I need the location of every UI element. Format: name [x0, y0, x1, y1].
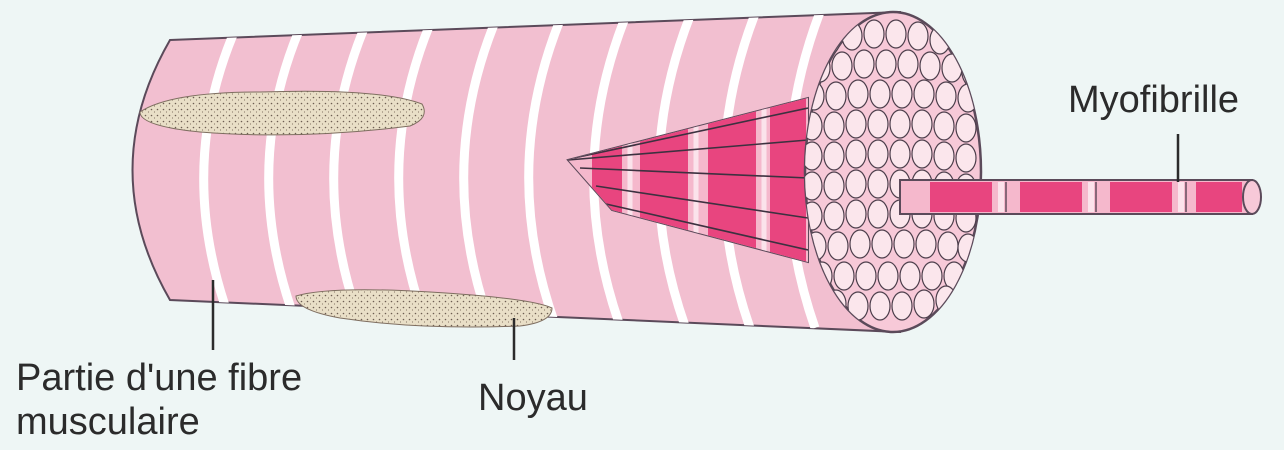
- fiber-cross-section: [802, 12, 982, 332]
- label-muscle-fiber-line1: Partie d'une fibre: [16, 356, 302, 400]
- label-myofibrille: Myofibrille: [1068, 78, 1239, 122]
- myofibril-strand: [900, 180, 1261, 214]
- label-muscle-fiber-line2: musculaire: [16, 400, 302, 444]
- label-nucleus: Noyau: [478, 376, 588, 420]
- label-muscle-fiber: Partie d'une fibre musculaire: [16, 356, 302, 444]
- nucleus-upper: [140, 91, 424, 135]
